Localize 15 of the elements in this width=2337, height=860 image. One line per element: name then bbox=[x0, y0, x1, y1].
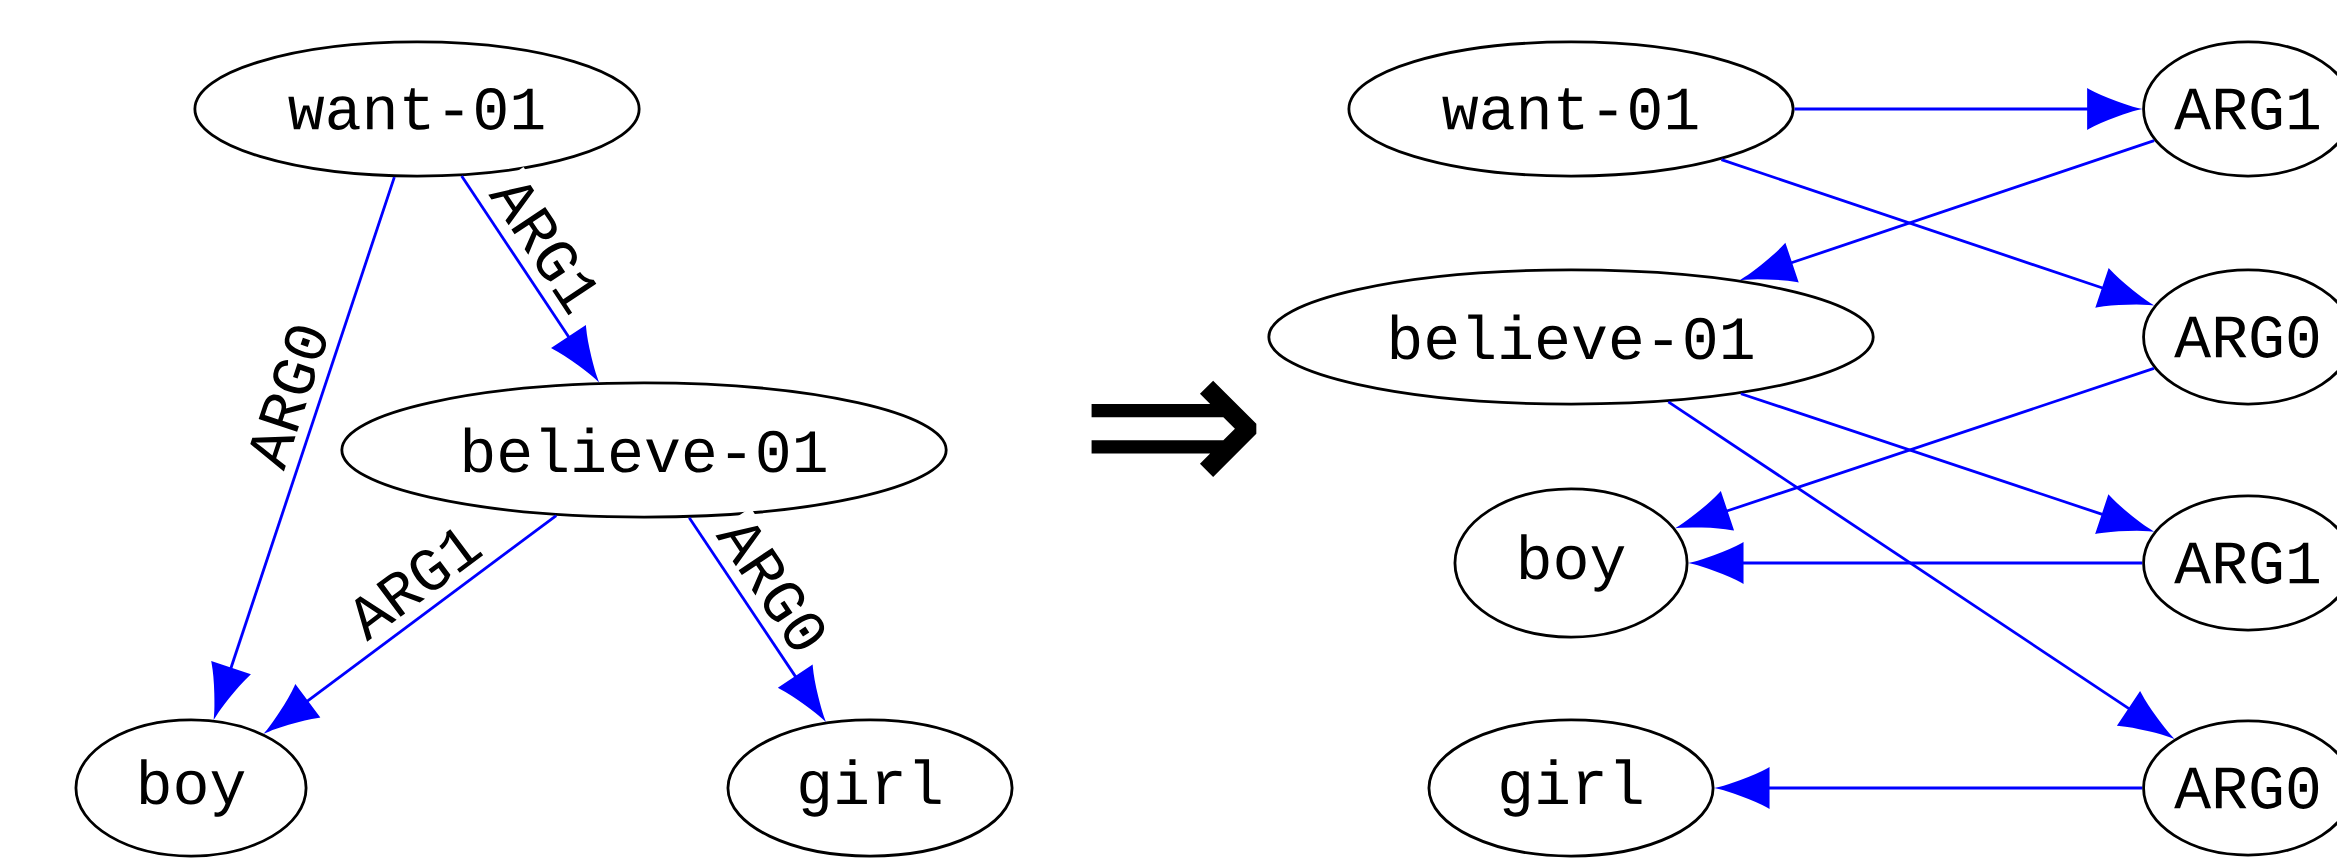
graph-node: believe-01 bbox=[1267, 268, 1875, 406]
graph-node: believe-01 bbox=[340, 381, 948, 519]
arrow bbox=[1743, 139, 2155, 282]
graph-node: want-01 bbox=[1347, 40, 1795, 178]
graph-node: ARG1 bbox=[2142, 494, 2337, 632]
graph-node: want-01 bbox=[193, 40, 641, 178]
graph-node: girl bbox=[726, 718, 1014, 858]
implies-symbol: ⇒ bbox=[1091, 380, 1257, 477]
graph-node: ARG1 bbox=[2142, 40, 2337, 178]
graph-node: ARG0 bbox=[2142, 719, 2337, 857]
graph-node: girl bbox=[1427, 718, 1715, 858]
arrow bbox=[1720, 158, 2151, 308]
graph-node: boy bbox=[1453, 487, 1689, 639]
graph-node: boy bbox=[74, 718, 308, 858]
graph-node: ARG0 bbox=[2142, 268, 2337, 406]
